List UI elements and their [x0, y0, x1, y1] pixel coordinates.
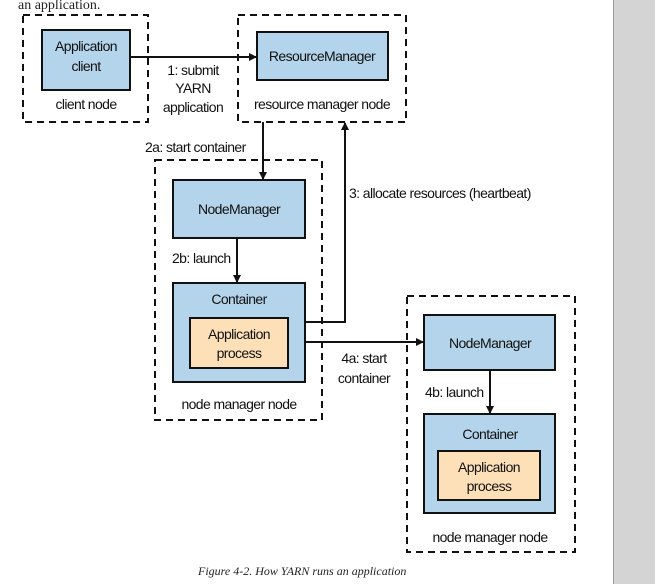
body-text: an application.: [18, 0, 101, 13]
node-label: resource manager node: [254, 96, 391, 112]
box-label: ResourceManager: [269, 48, 376, 64]
box-label: process: [467, 478, 512, 494]
allocate-resources-arrow: [305, 122, 349, 323]
nodemanager-box: [172, 179, 306, 239]
edge-label: 1: submit: [167, 62, 219, 78]
box-label: NodeManager: [198, 201, 281, 217]
client-node: Application client client node: [22, 14, 149, 123]
side-panel: [613, 0, 655, 584]
edge-label: container: [338, 370, 391, 386]
box-label: client: [71, 58, 101, 74]
edge-label: 4b: launch: [425, 384, 484, 400]
edge-label: 4a: start: [341, 350, 387, 366]
node-manager-node-2: NodeManager Container Application proces…: [406, 295, 576, 553]
box-label: Application: [55, 38, 117, 54]
box-label: Container: [462, 426, 518, 442]
box-label: Application: [458, 459, 520, 475]
box-label: Application: [208, 326, 270, 342]
box-label: process: [217, 345, 262, 361]
edge-label: 3: allocate resources (heartbeat): [349, 185, 531, 201]
edge-label: 2b: launch: [172, 250, 231, 266]
yarn-diagram: Application client client node ResourceM…: [22, 14, 576, 553]
resourcemanager-box: [256, 31, 389, 81]
application-client-box: [41, 29, 131, 91]
resource-manager-node: ResourceManager resource manager node: [237, 14, 407, 123]
node-label: node manager node: [181, 396, 297, 412]
nodemanager-box: [423, 314, 556, 371]
figure-caption: Figure 4-2. How YARN runs an application: [198, 564, 407, 578]
box-label: NodeManager: [449, 335, 532, 351]
node-label: client node: [55, 96, 117, 112]
application-process-box: [189, 317, 289, 369]
edge-label: YARN: [175, 80, 210, 96]
node-manager-node-1: NodeManager Container Application proces…: [154, 159, 323, 421]
edge-label: 2a: start container: [145, 139, 247, 155]
node-label: node manager node: [432, 529, 548, 545]
box-label: Container: [211, 291, 267, 307]
application-process-box: [437, 450, 541, 501]
edge-label: application: [163, 99, 223, 115]
